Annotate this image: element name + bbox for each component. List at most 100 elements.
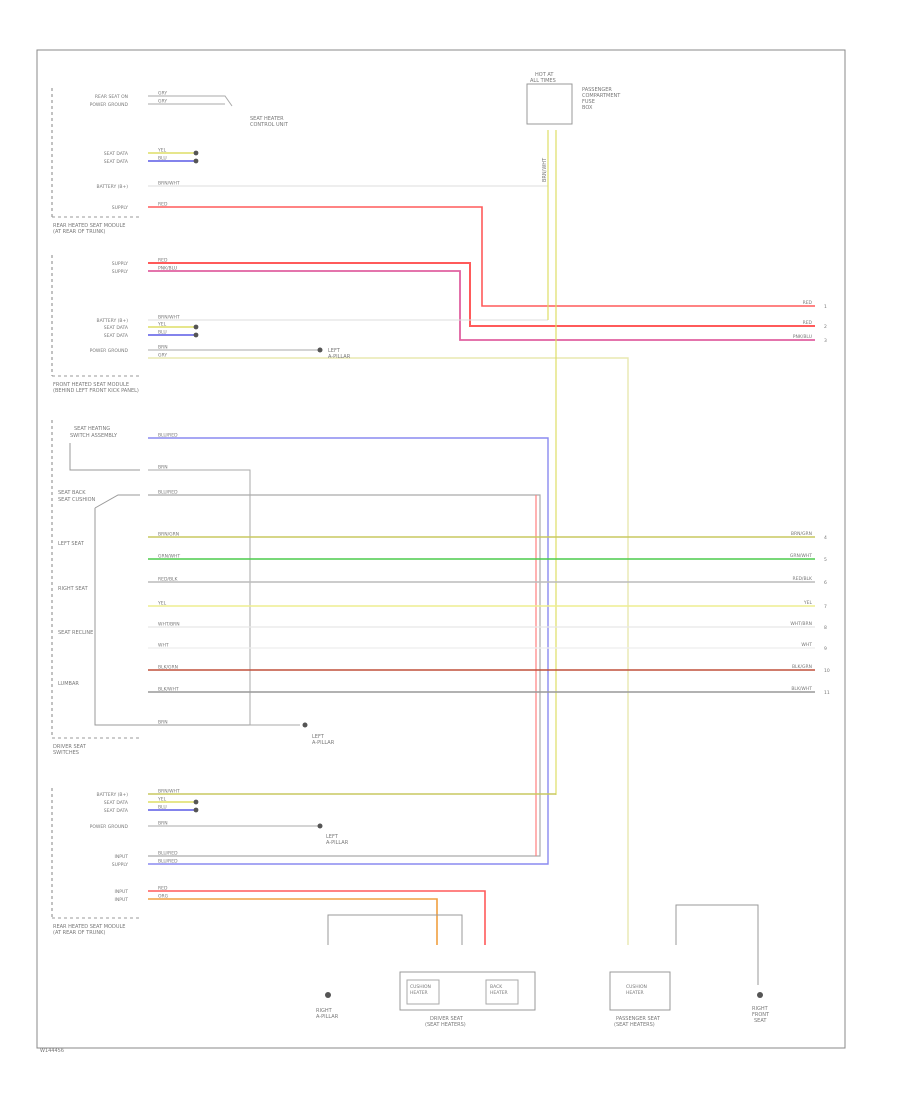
module-1-label-b: (AT REAR OF TRUNK) [53, 229, 105, 235]
right-seat-label-b: FRONT [752, 1012, 770, 1018]
pin-label: INPUT [115, 854, 129, 860]
pin-wire-color: BRN/WHT [158, 181, 180, 187]
heater-sub-2: HEATER [410, 990, 428, 996]
pin-label: INPUT [115, 897, 129, 903]
ground-icon [317, 347, 323, 353]
ground-label-rr-a: SEAT HEATER [250, 116, 284, 122]
pass-heater-sub-2: HEATER [626, 990, 644, 996]
pin-wire-color: RED [158, 886, 168, 892]
module-4-label-b: (AT REAR OF TRUNK) [53, 930, 105, 936]
ground-label-ds-b: A-PILLAR [312, 740, 335, 746]
connector-number: 2 [824, 324, 827, 330]
pin-label: POWER GROUND [90, 824, 129, 830]
pin-label: POWER GROUND [90, 102, 129, 108]
pin-wire-color: YEL [157, 148, 167, 154]
pin-wire-color: BRN [158, 720, 168, 726]
module-2-label-b: (BEHIND LEFT FRONT KICK PANEL) [53, 388, 139, 394]
pin-label: SUPPLY [112, 261, 128, 267]
pin-wire-color: RED/BLK [158, 577, 179, 583]
pin-wire-color: RED [158, 202, 168, 208]
pin-label: SUPPLY [112, 269, 128, 275]
fuse-box-label-3: PASSENGER [582, 87, 612, 93]
pin-wire-color: BRN/WHT [158, 789, 180, 795]
pin-wire-color: BLU [158, 805, 167, 811]
pin-wire-color: BLU/RED [158, 851, 178, 857]
pin-label: SUPPLY [112, 205, 128, 211]
fuse-box-label-4: COMPARTMENT [582, 93, 621, 99]
driver-seat-sub-6: RIGHT SEAT [58, 586, 89, 592]
pin-label: REAR SEAT ON [95, 94, 128, 100]
fuse-box-label-2: ALL TIMES [530, 78, 556, 84]
connector-number: 11 [824, 690, 830, 696]
ground-points [302, 347, 763, 998]
connector-number: 1 [824, 304, 827, 310]
connector-number: 8 [824, 625, 827, 631]
diagram-frame [36, 49, 846, 1049]
pin-label: INPUT [115, 889, 129, 895]
ground-icon [757, 992, 763, 998]
wire-right-seat [675, 904, 759, 985]
ground-label-bottom-b: A-PILLAR [316, 1014, 339, 1020]
connector-wire-color: WHT [801, 642, 812, 648]
driver-heaters-label-b: (SEAT HEATERS) [425, 1022, 466, 1028]
wire-brn-gnd [327, 914, 463, 945]
connector-wire-color: WHT/BRN [790, 621, 812, 627]
connector-number: 5 [824, 557, 827, 563]
pin-label: SEAT DATA [104, 151, 129, 157]
connector-number: 10 [824, 668, 830, 674]
wire-pnkblu [148, 270, 815, 341]
pin-wire-color: WHT/BRN [158, 622, 180, 628]
pin-label: BATTERY (B+) [97, 184, 129, 190]
connector-wire-color: GRN/WHT [790, 553, 812, 559]
pin-wire-color: BLK/GRN [158, 665, 178, 671]
ground-icon [325, 992, 331, 998]
pin-label: SEAT DATA [104, 159, 129, 165]
module-1-label-a: REAR HEATED SEAT MODULE [53, 223, 125, 229]
pin-wire-color: BLU/RED [158, 490, 178, 496]
connector-wire-color: RED [803, 300, 813, 306]
wire-blured-3a [148, 437, 549, 865]
pin-wire-color: BRN/GRN [158, 532, 179, 538]
connector-number: 9 [824, 646, 827, 652]
pin-wire-color: YEL [157, 322, 167, 328]
module-2-label-a: FRONT HEATED SEAT MODULE [53, 382, 129, 388]
pin-wire-color: WHT [158, 643, 169, 649]
driver-seat-sub-7: SEAT RECLINE [58, 630, 93, 636]
fuse-box: HOT AT ALL TIMES PASSENGER COMPARTMENT F… [526, 72, 621, 182]
connector-wire-color: PNK/BLU [793, 334, 812, 340]
wire-gry-1 [148, 95, 233, 107]
wire-red-2 [148, 262, 815, 327]
pin-label: SEAT DATA [104, 325, 129, 331]
pin-wire-color: GRY [158, 99, 167, 105]
driver-heaters-label-a: DRIVER SEAT [430, 1016, 464, 1022]
ground-label-fr-a: LEFT [328, 348, 341, 354]
wire-red-1 [148, 206, 815, 307]
wire-red-4 [148, 890, 486, 945]
right-seat-label-c: SEAT [754, 1018, 767, 1024]
data-arrows [193, 150, 199, 813]
heater-sub-1: CUSHION [410, 984, 431, 990]
pin-label: BATTERY (B+) [97, 792, 129, 798]
driver-seat-sub-4: SEAT CUSHION [58, 497, 96, 503]
module-3-label-a: DRIVER SEAT [53, 744, 87, 750]
pin-wire-color: BLK/WHT [158, 687, 179, 693]
pin-wire-color: YEL [157, 601, 167, 607]
connector-number: 3 [824, 338, 827, 344]
pass-heaters-label-a: PASSENGER SEAT [616, 1016, 661, 1022]
wire-org-4 [148, 898, 438, 945]
pin-wire-color: GRY [158, 353, 167, 359]
pin-label: POWER GROUND [90, 348, 129, 354]
ground-label-ds-a: LEFT [312, 734, 325, 740]
module-driver-seat-switches: SEAT HEATING SWITCH ASSEMBLY SEAT BACK S… [51, 420, 250, 756]
connector-number: 4 [824, 535, 827, 541]
right-seat-label-a: RIGHT [752, 1006, 769, 1012]
driver-seat-sub-8: LUMBAR [58, 681, 79, 687]
driver-seat-heaters: CUSHION HEATER BACK HEATER DRIVER SEAT (… [399, 971, 536, 1028]
connector-number: 6 [824, 580, 827, 586]
pin-wire-color: RED [158, 258, 168, 264]
pin-wire-color: BRN/WHT [158, 315, 180, 321]
pin-wire-color: BLU/RED [158, 433, 178, 439]
driver-seat-sub-1: SEAT HEATING [74, 426, 110, 432]
diagram-code: W144456 [40, 1048, 64, 1054]
